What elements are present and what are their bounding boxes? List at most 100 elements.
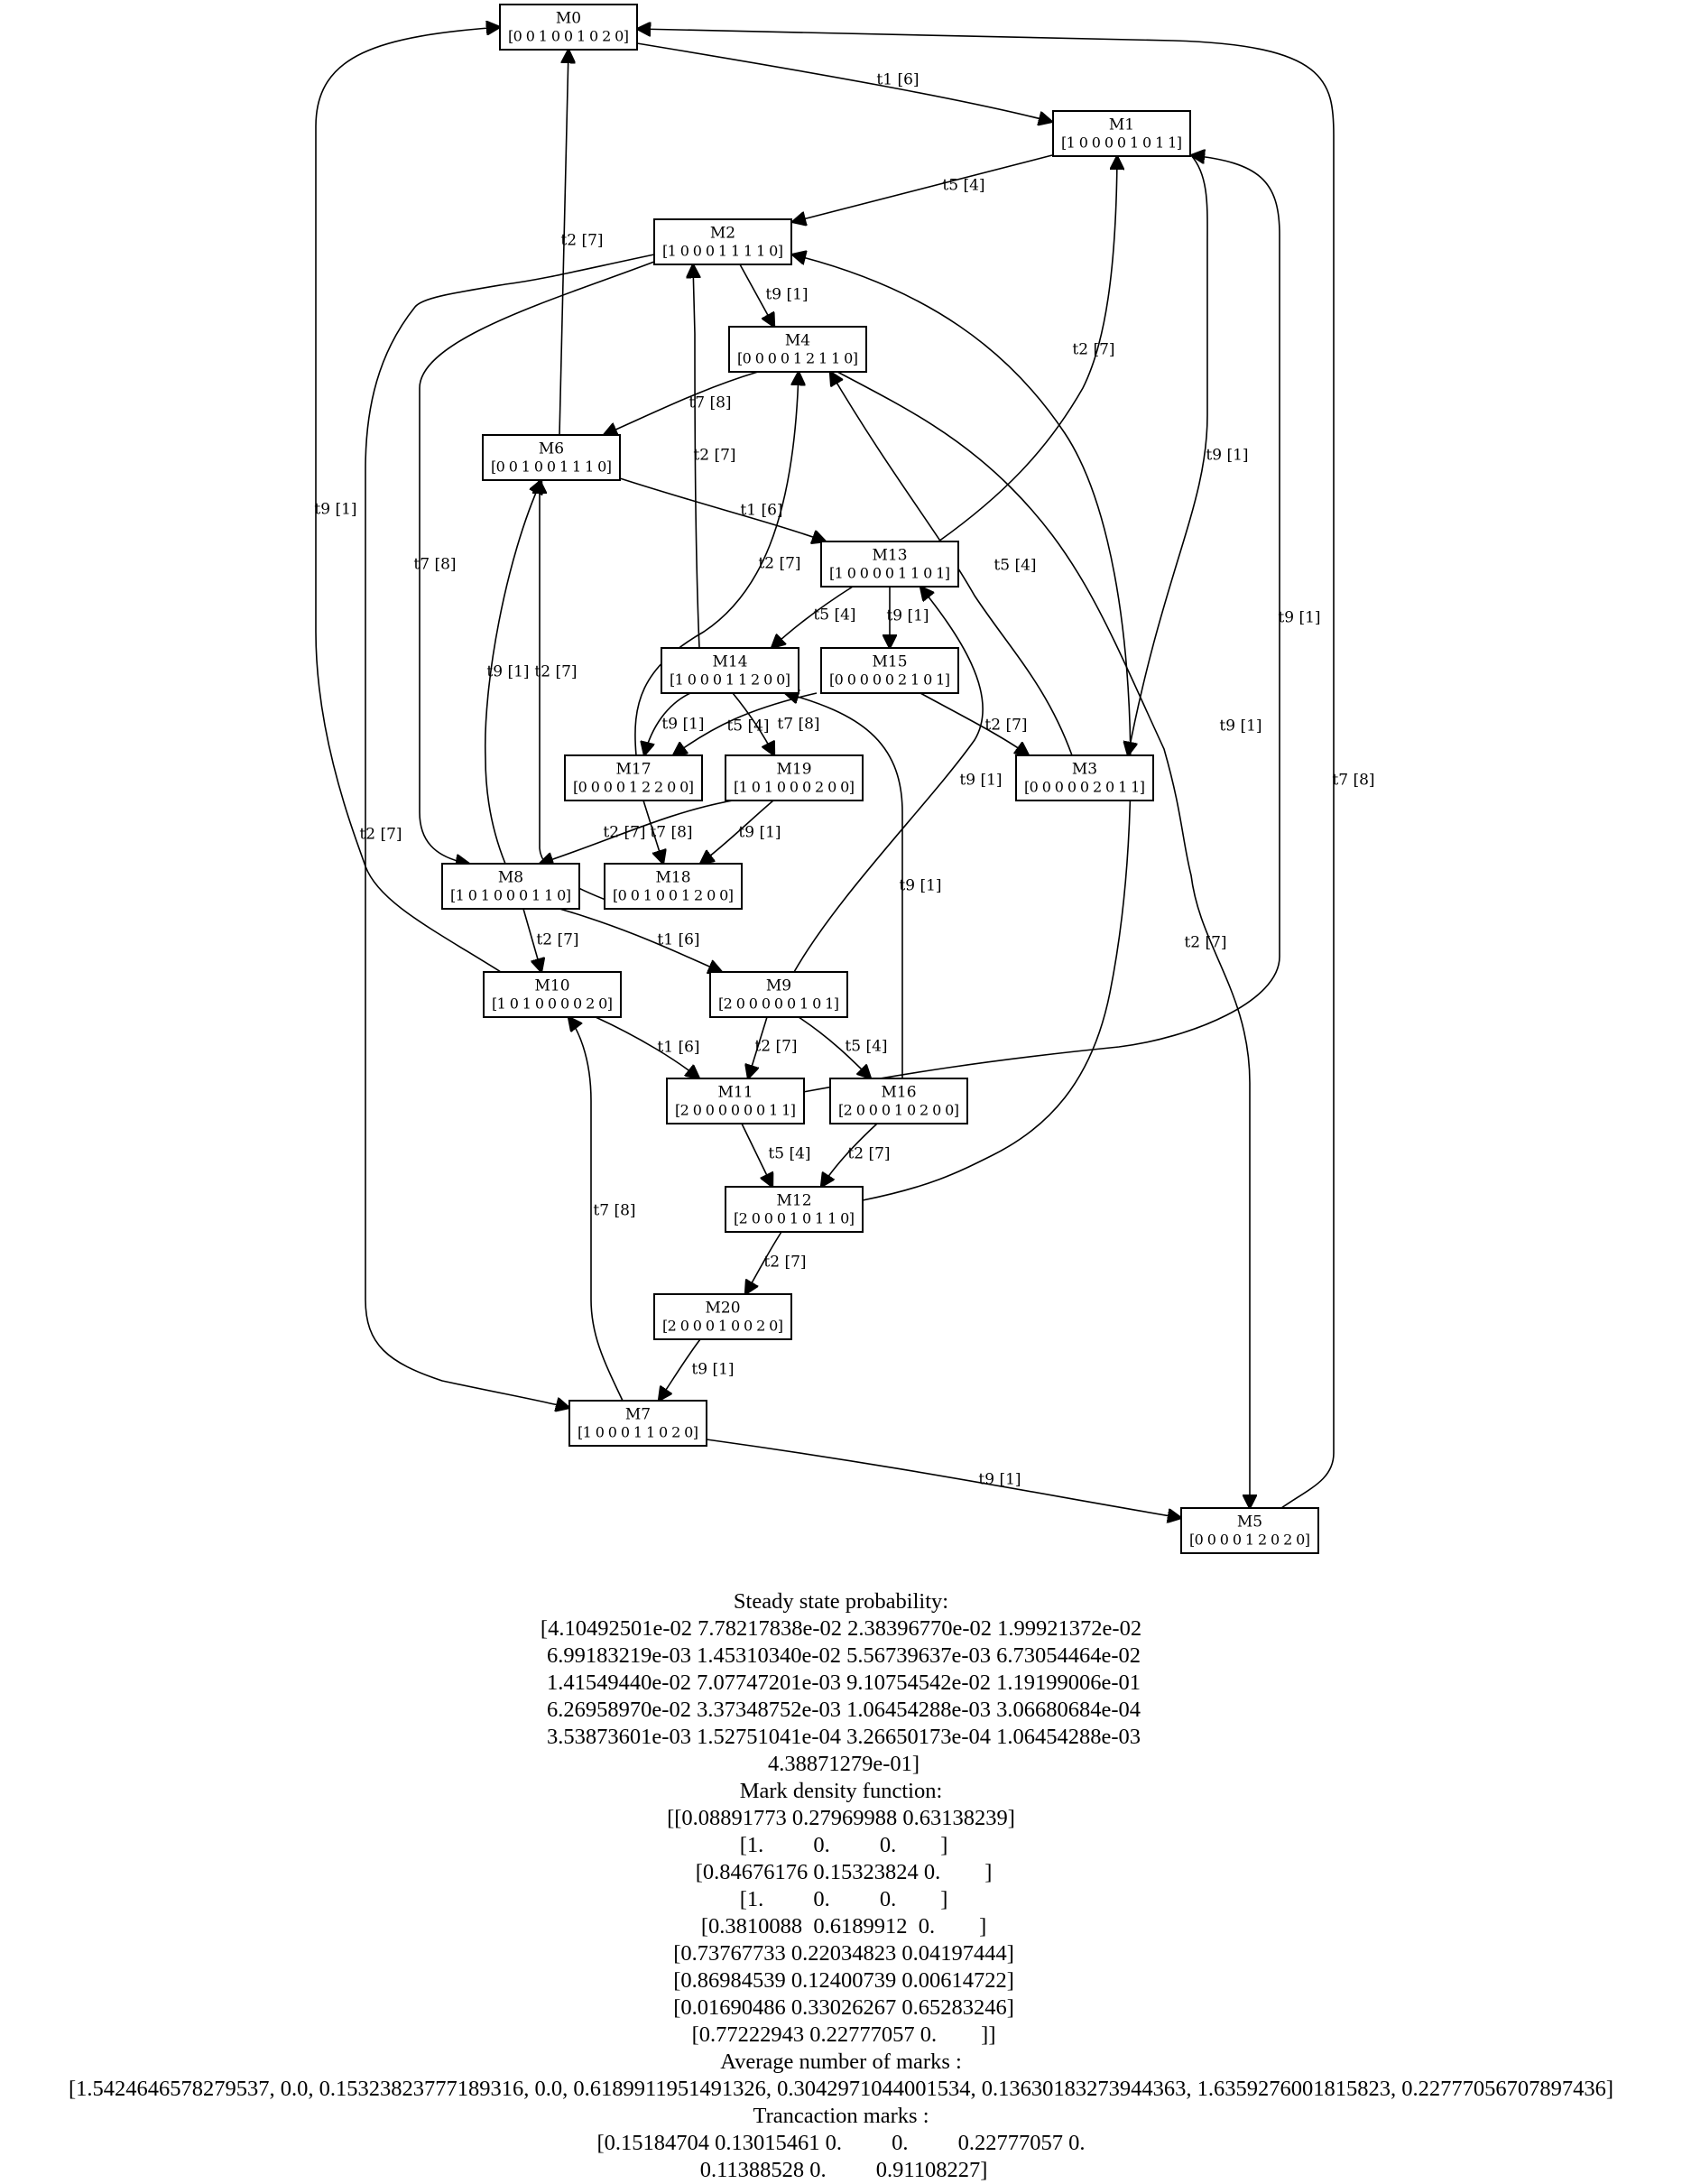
edge-m11-to-m12	[741, 1123, 772, 1187]
result-line: [0.73767733 0.22034823 0.04197444]	[668, 1941, 1014, 1966]
edge-m19-to-m18	[700, 800, 774, 864]
state-box	[483, 971, 622, 1018]
state-box	[482, 434, 621, 481]
state-box	[1015, 754, 1154, 801]
state-box	[829, 1078, 968, 1124]
result-line: [4.10492501e-02 7.78217838e-02 2.3839677…	[540, 1616, 1142, 1641]
state-box	[1052, 110, 1191, 157]
state-box	[653, 1293, 792, 1340]
edge-m5-to-m0	[637, 29, 1335, 1509]
state-node-m15: M15[0 0 0 0 0 2 1 0 1]	[820, 647, 959, 694]
state-node-m20: M20[2 0 0 0 1 0 0 2 0]	[653, 1293, 792, 1340]
state-node-m6: M6[0 0 1 0 0 1 1 1 0]	[482, 434, 621, 481]
edge-m8-to-m10	[522, 908, 541, 972]
edge-m14-to-m2	[693, 264, 699, 649]
edge-m4-to-m6	[604, 371, 759, 435]
edge-m16-to-m12	[821, 1123, 878, 1187]
result-line: [1.5424646578279537, 0.0, 0.153238237771…	[68, 2077, 1614, 2101]
state-marking: [0 0 0 0 0 2 0 1 1]	[1024, 779, 1145, 796]
edge-label: t1 [6]	[657, 931, 699, 949]
reachability-graph: t1 [6] t5 [4] t9 [1] t2 [7] t9 [1] t7 [8] t2 […	[314, 4, 1375, 1554]
result-line: Average number of marks :	[720, 2050, 962, 2074]
result-line: [0.77222943 0.22777057 0. ]]	[686, 2022, 996, 2047]
state-id: M13	[872, 547, 907, 565]
state-box	[728, 326, 867, 373]
state-marking: [2 0 0 0 1 0 0 2 0]	[662, 1318, 783, 1335]
edge-m4-to-m5	[836, 371, 1250, 1508]
state-box	[709, 971, 848, 1018]
edge-label: t2 [7]	[536, 931, 578, 949]
state-box	[820, 647, 959, 694]
edge-label: t2 [7]	[1184, 934, 1226, 952]
edge-m9-to-m11	[748, 1016, 768, 1078]
result-line: [1. 0. 0. ]	[734, 1833, 948, 1857]
state-node-m4: M4[0 0 0 0 1 2 1 1 0]	[728, 326, 867, 373]
state-id: M3	[1072, 761, 1097, 779]
edge-m8-to-m6	[484, 480, 541, 865]
state-node-m16: M16[2 0 0 0 1 0 2 0 0]	[829, 1078, 968, 1124]
state-node-m2: M2[1 0 0 0 1 1 1 1 0]	[653, 218, 792, 265]
result-line: Steady state probability:	[733, 1589, 949, 1614]
edge-label: t9 [1]	[1219, 717, 1262, 736]
analysis-results: Steady state probability:[4.10492501e-02…	[0, 1588, 1682, 2184]
state-box	[820, 541, 959, 588]
state-node-m17: M17[0 0 0 0 1 2 2 0 0]	[564, 754, 703, 801]
state-marking: [1 0 0 0 1 1 2 0 0]	[670, 671, 790, 689]
edge-m14-to-m17	[644, 692, 691, 755]
result-line: 1.41549440e-02 7.07747201e-03 9.10754542…	[541, 1670, 1141, 1695]
edge-label: t1 [6]	[740, 502, 782, 520]
edge-m16-to-m14	[785, 693, 903, 1078]
edge-m8-to-m9	[559, 908, 722, 972]
edge-label: t9 [1]	[314, 501, 356, 519]
edge-label: t2 [7]	[560, 232, 603, 250]
edge-label: t2 [7]	[758, 555, 800, 573]
edge-m17-to-m4	[634, 372, 799, 756]
state-node-m0: M0[0 0 1 0 0 1 0 2 0]	[499, 4, 638, 51]
state-id: M14	[712, 653, 747, 671]
edge-label: t5 [4]	[813, 606, 855, 625]
state-box	[604, 863, 743, 910]
state-marking: [1 0 0 0 0 1 1 0 1]	[829, 565, 950, 582]
edge-m20-to-m7	[659, 1338, 701, 1401]
state-marking: [2 0 0 0 0 0 1 0 1]	[718, 995, 839, 1013]
edge-m2-to-m4	[739, 264, 774, 327]
result-line: Mark density function:	[739, 1779, 943, 1803]
edge-m12-to-m2	[792, 254, 1132, 1201]
state-marking: [0 0 0 0 1 2 0 2 0]	[1189, 1532, 1310, 1549]
state-marking: [0 0 1 0 0 1 0 2 0]	[508, 28, 629, 45]
state-box	[653, 218, 792, 265]
result-line: [0.15184704 0.13015461 0. 0. 0.22777057 …	[596, 2131, 1086, 2155]
edge-label: t7 [8]	[689, 394, 731, 412]
edge-m11-to-m1	[802, 155, 1280, 1093]
edge-m17-to-m18	[642, 800, 663, 864]
edge-label: t7 [8]	[777, 716, 819, 734]
edge-m18-to-m6	[540, 480, 631, 910]
edge-label: t2 [7]	[603, 824, 645, 842]
edge-m19-to-m8	[540, 800, 734, 864]
state-id: M4	[785, 332, 810, 350]
state-marking: [2 0 0 0 1 0 1 1 0]	[734, 1210, 855, 1227]
edge-m6-to-m13	[619, 477, 826, 541]
state-id: M15	[872, 653, 907, 671]
edge-label: t2 [7]	[754, 1038, 797, 1056]
edges	[315, 27, 1335, 1518]
state-id: M10	[534, 977, 569, 995]
state-node-m1: M1[1 0 0 0 0 1 0 1 1]	[1052, 110, 1191, 157]
state-node-m7: M7[1 0 0 0 1 1 0 2 0]	[568, 1400, 707, 1447]
edge-label: t9 [1]	[1278, 609, 1320, 627]
state-box	[661, 647, 799, 694]
state-box	[1180, 1507, 1319, 1554]
edge-m2-to-m7	[365, 254, 655, 1408]
edge-m6-to-m0	[559, 50, 568, 436]
state-box	[568, 1400, 707, 1447]
state-marking: [0 0 1 0 0 1 2 0 0]	[613, 887, 734, 904]
state-id: M9	[766, 977, 791, 995]
state-marking: [1 0 0 0 0 1 0 1 1]	[1061, 134, 1182, 152]
state-id: M19	[776, 761, 811, 779]
state-node-m9: M9[2 0 0 0 0 0 1 0 1]	[709, 971, 848, 1018]
edge-label: t7 [8]	[413, 556, 456, 574]
state-node-m10: M10[1 0 1 0 0 0 0 2 0]	[483, 971, 622, 1018]
edge-label: t2 [7]	[693, 447, 735, 465]
edge-label: t7 [8]	[650, 824, 692, 842]
state-box	[499, 4, 638, 51]
